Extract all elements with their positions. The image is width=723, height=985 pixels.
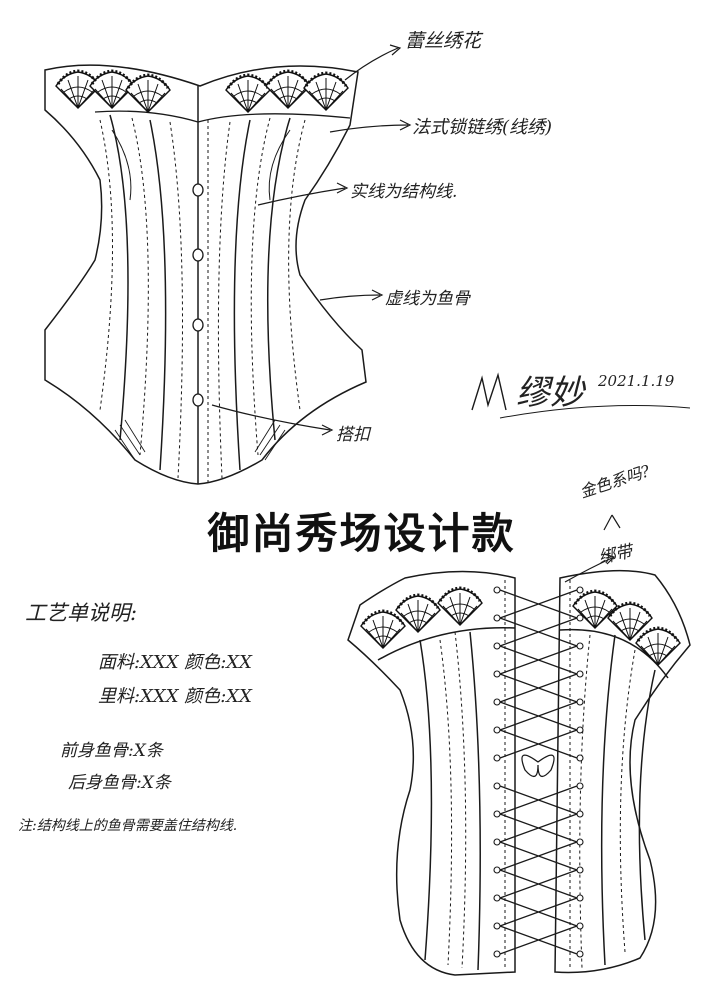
back-leader-lines — [564, 514, 621, 583]
front-leader-lines — [211, 44, 412, 436]
designer-signature: 缪妙 — [516, 373, 584, 413]
boning-note: 注:结构线上的鱼骨需要盖住结构线. — [18, 818, 238, 834]
front-boning-spec: 前身鱼骨:X条 — [60, 741, 163, 761]
back-lacing — [499, 589, 578, 955]
signature-mark — [471, 372, 691, 419]
signature-date: 2021.1.19 — [598, 372, 675, 390]
front-corset-outline — [44, 64, 367, 485]
back-corset-sketch — [347, 569, 691, 976]
annotation-solid-structure-line: 实线为结构线. — [350, 182, 458, 202]
page-title: 御尚秀场设计款 — [207, 509, 516, 558]
annotation-french-chain-stitch: 法式锁链绣(线绣) — [412, 117, 553, 138]
front-corset-sketch — [44, 64, 367, 485]
back-boning-spec: 后身鱼骨:X条 — [68, 773, 171, 793]
annotation-front-hooks: 搭扣 — [336, 425, 370, 445]
process-sheet-heading: 工艺单说明: — [25, 601, 138, 625]
shell-fabric-spec: 面料:XXX 颜色:XX — [98, 652, 252, 673]
front-hooks — [192, 183, 204, 407]
front-lace-fans — [54, 69, 350, 114]
lining-fabric-spec: 里料:XXX 颜色:XX — [98, 686, 252, 707]
annotation-lace-applique: 蕾丝绣花 — [405, 30, 482, 52]
annotation-dashed-boning: 虚线为鱼骨 — [385, 289, 470, 309]
back-corset-outline — [347, 570, 516, 976]
